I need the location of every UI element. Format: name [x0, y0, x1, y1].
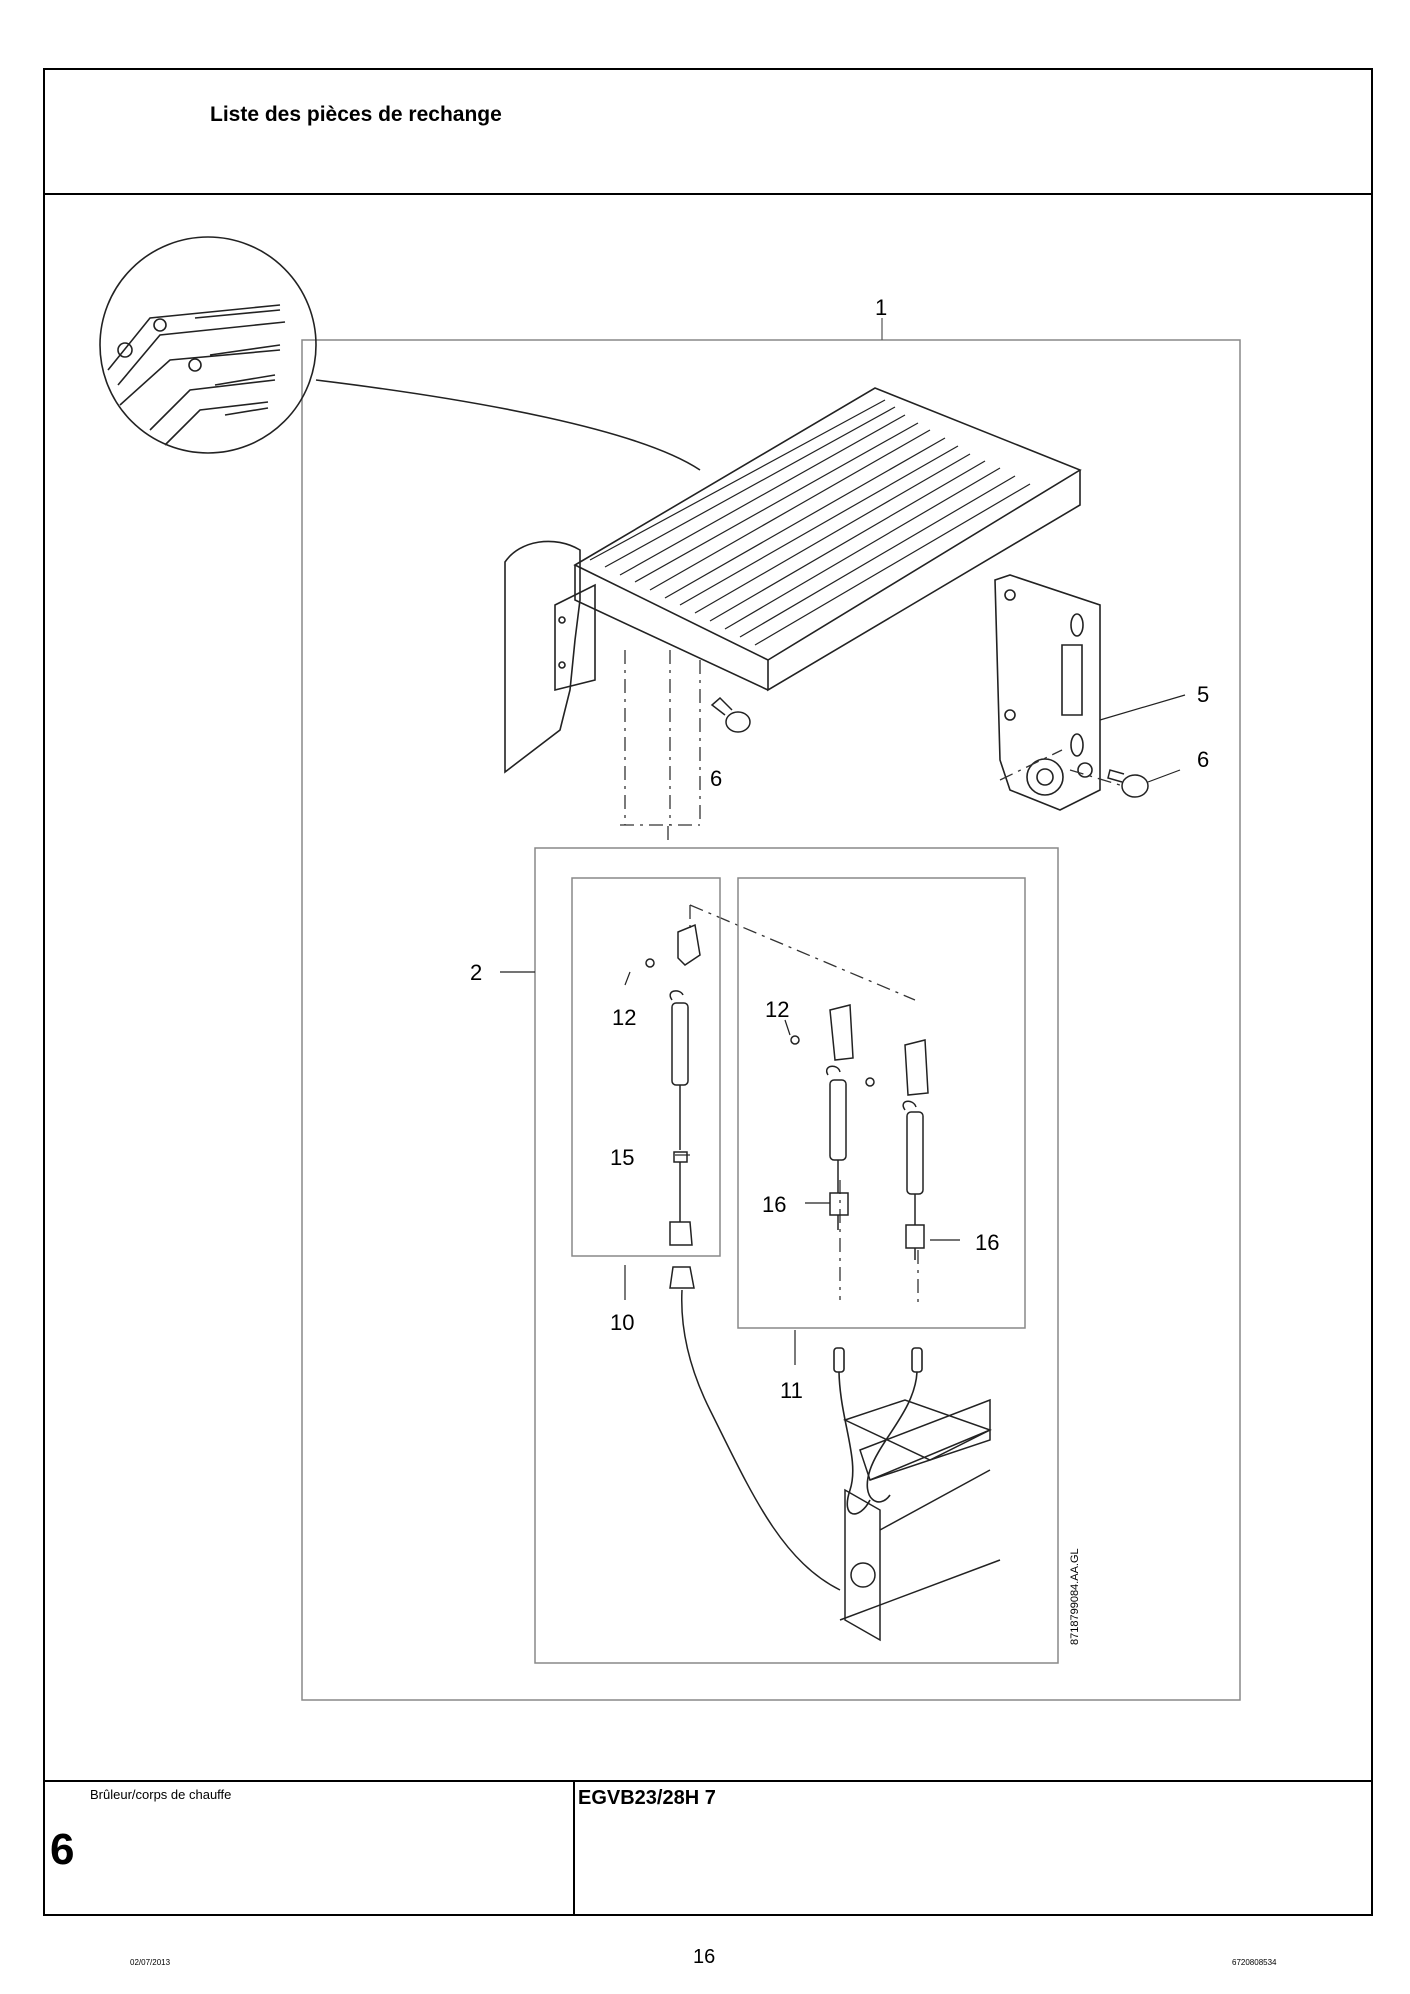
- subassembly-box-11: [737, 877, 1026, 1329]
- callout-12-left: 12: [612, 1005, 636, 1030]
- burner-head-detail: [839, 1398, 1001, 1642]
- callout-5: 5: [1197, 682, 1209, 707]
- assembly-boundary: [301, 339, 1241, 1701]
- callout-16-right: 16: [975, 1230, 999, 1255]
- page-number: 16: [693, 1946, 716, 1968]
- callout-2: 2: [470, 960, 482, 985]
- callout-12-right: 12: [765, 997, 789, 1022]
- callout-10: 10: [610, 1310, 634, 1335]
- dash-connector-lines: [620, 650, 1121, 1305]
- leader-lines: [500, 694, 1186, 1365]
- burner-assembly: [504, 387, 1082, 774]
- section-label: Brûleur/corps de chauffe: [90, 1787, 232, 1802]
- ignition-electrode-middle: [790, 1004, 854, 1230]
- callout-11: 11: [780, 1378, 803, 1403]
- screw-right: [1107, 769, 1149, 798]
- model-designation: EGVB23/28H 7: [578, 1787, 716, 1809]
- footer-divider: [43, 1780, 1373, 1782]
- drawing-reference-code: 8718799084.AA.GL: [1069, 1548, 1081, 1645]
- ignition-electrode-left: [645, 923, 841, 1591]
- document-number: 6720808534: [1232, 1958, 1277, 1967]
- subassembly-box-10: [571, 877, 721, 1257]
- callout-6-right: 6: [1197, 747, 1209, 772]
- footer-column-divider: [573, 1780, 575, 1916]
- section-number: 6: [50, 1825, 75, 1874]
- screw-left: [710, 696, 751, 733]
- header-divider: [43, 193, 1373, 195]
- subassembly-box-2: [534, 847, 1059, 1664]
- callout-6-left: 6: [710, 766, 722, 791]
- page-title: Liste des pièces de rechange: [210, 103, 502, 126]
- page-frame: [43, 68, 1373, 1916]
- ignition-electrode-right: [865, 1039, 929, 1260]
- callout-15: 15: [610, 1145, 634, 1170]
- document-date: 02/07/2013: [130, 1958, 171, 1967]
- detail-magnifier: [99, 236, 701, 471]
- callout-1: 1: [875, 295, 887, 320]
- callout-16-left: 16: [762, 1192, 786, 1217]
- side-bracket: [994, 574, 1101, 811]
